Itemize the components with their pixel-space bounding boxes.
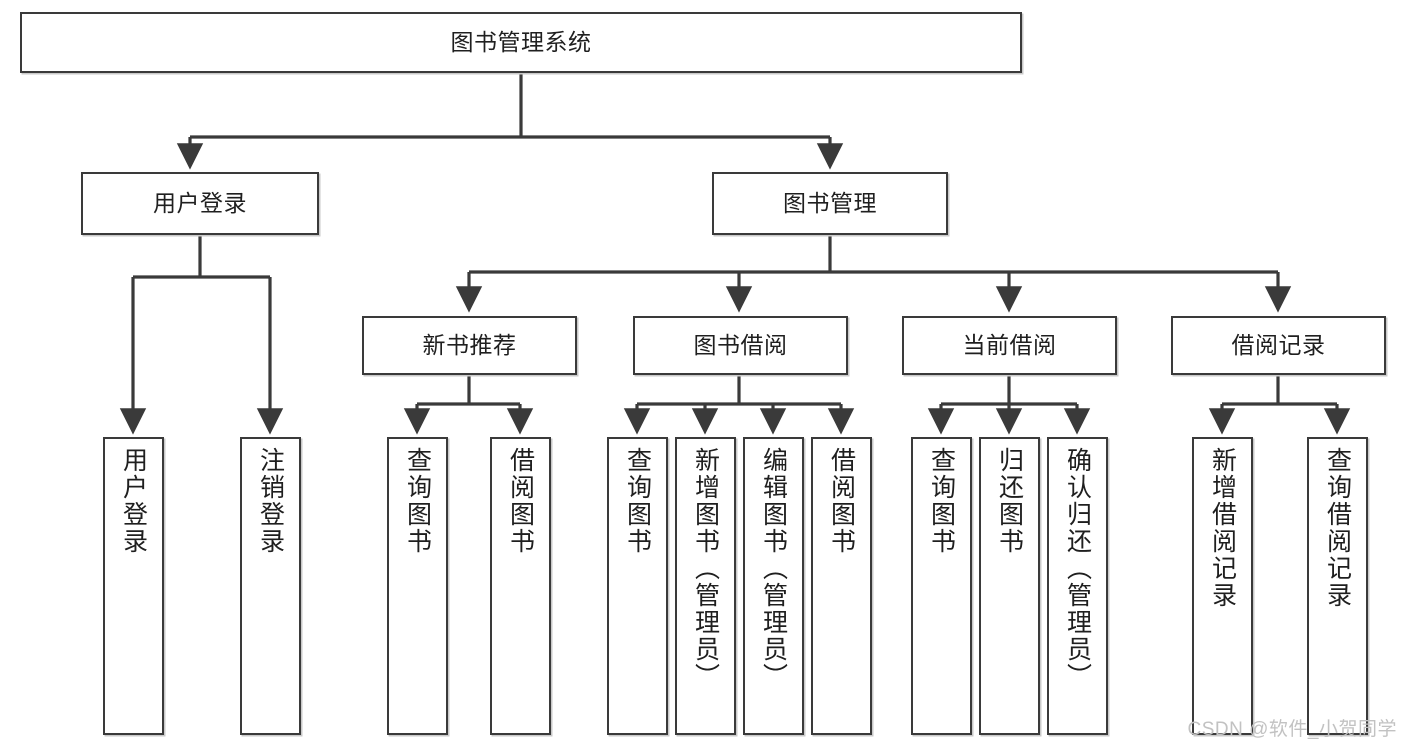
node-user-login-label: 用户登录: [153, 190, 247, 217]
leaf-query-record-label: 查询借阅记录: [1323, 447, 1352, 609]
leaf-add-book[interactable]: 新增图书（管理员）: [675, 437, 736, 735]
leaf-query-book-1-label: 查询图书: [403, 447, 432, 555]
node-book-manage[interactable]: 图书管理: [712, 172, 948, 235]
leaf-return-book-label: 归还图书: [995, 447, 1024, 555]
node-user-login[interactable]: 用户登录: [81, 172, 319, 235]
leaf-add-book-label: 新增图书（管理员）: [691, 447, 720, 690]
leaf-add-record-label: 新增借阅记录: [1208, 447, 1237, 609]
leaf-query-book-2[interactable]: 查询图书: [607, 437, 668, 735]
leaf-borrow-book-2[interactable]: 借阅图书: [811, 437, 872, 735]
leaf-confirm-return-label: 确认归还（管理员）: [1063, 447, 1092, 690]
leaf-logout-login-label: 注销登录: [256, 447, 285, 555]
node-current-borrow[interactable]: 当前借阅: [902, 316, 1117, 375]
leaf-borrow-book-1[interactable]: 借阅图书: [490, 437, 551, 735]
node-root-label: 图书管理系统: [450, 29, 592, 56]
leaf-logout-login[interactable]: 注销登录: [240, 437, 301, 735]
leaf-user-login-label: 用户登录: [119, 447, 148, 555]
leaf-confirm-return[interactable]: 确认归还（管理员）: [1047, 437, 1108, 735]
leaf-borrow-book-1-label: 借阅图书: [506, 447, 535, 555]
leaf-query-book-1[interactable]: 查询图书: [387, 437, 448, 735]
node-current-borrow-label: 当前借阅: [962, 332, 1057, 359]
leaf-query-book-2-label: 查询图书: [623, 447, 652, 555]
node-book-borrow-label: 图书借阅: [693, 332, 788, 359]
leaf-edit-book[interactable]: 编辑图书（管理员）: [743, 437, 804, 735]
node-new-book-recommend-label: 新书推荐: [422, 332, 517, 359]
leaf-query-book-3-label: 查询图书: [927, 447, 956, 555]
leaf-return-book[interactable]: 归还图书: [979, 437, 1040, 735]
node-book-borrow[interactable]: 图书借阅: [633, 316, 848, 375]
leaf-borrow-book-2-label: 借阅图书: [827, 447, 856, 555]
leaf-user-login[interactable]: 用户登录: [103, 437, 164, 735]
leaf-query-record[interactable]: 查询借阅记录: [1307, 437, 1368, 735]
leaf-edit-book-label: 编辑图书（管理员）: [759, 447, 788, 690]
node-root[interactable]: 图书管理系统: [20, 12, 1022, 73]
node-borrow-record[interactable]: 借阅记录: [1171, 316, 1386, 375]
node-new-book-recommend[interactable]: 新书推荐: [362, 316, 577, 375]
node-book-manage-label: 图书管理: [783, 190, 877, 217]
leaf-add-record[interactable]: 新增借阅记录: [1192, 437, 1253, 735]
leaf-query-book-3[interactable]: 查询图书: [911, 437, 972, 735]
node-borrow-record-label: 借阅记录: [1231, 332, 1326, 359]
watermark: CSDN @软件_小贺同学: [1187, 719, 1397, 740]
